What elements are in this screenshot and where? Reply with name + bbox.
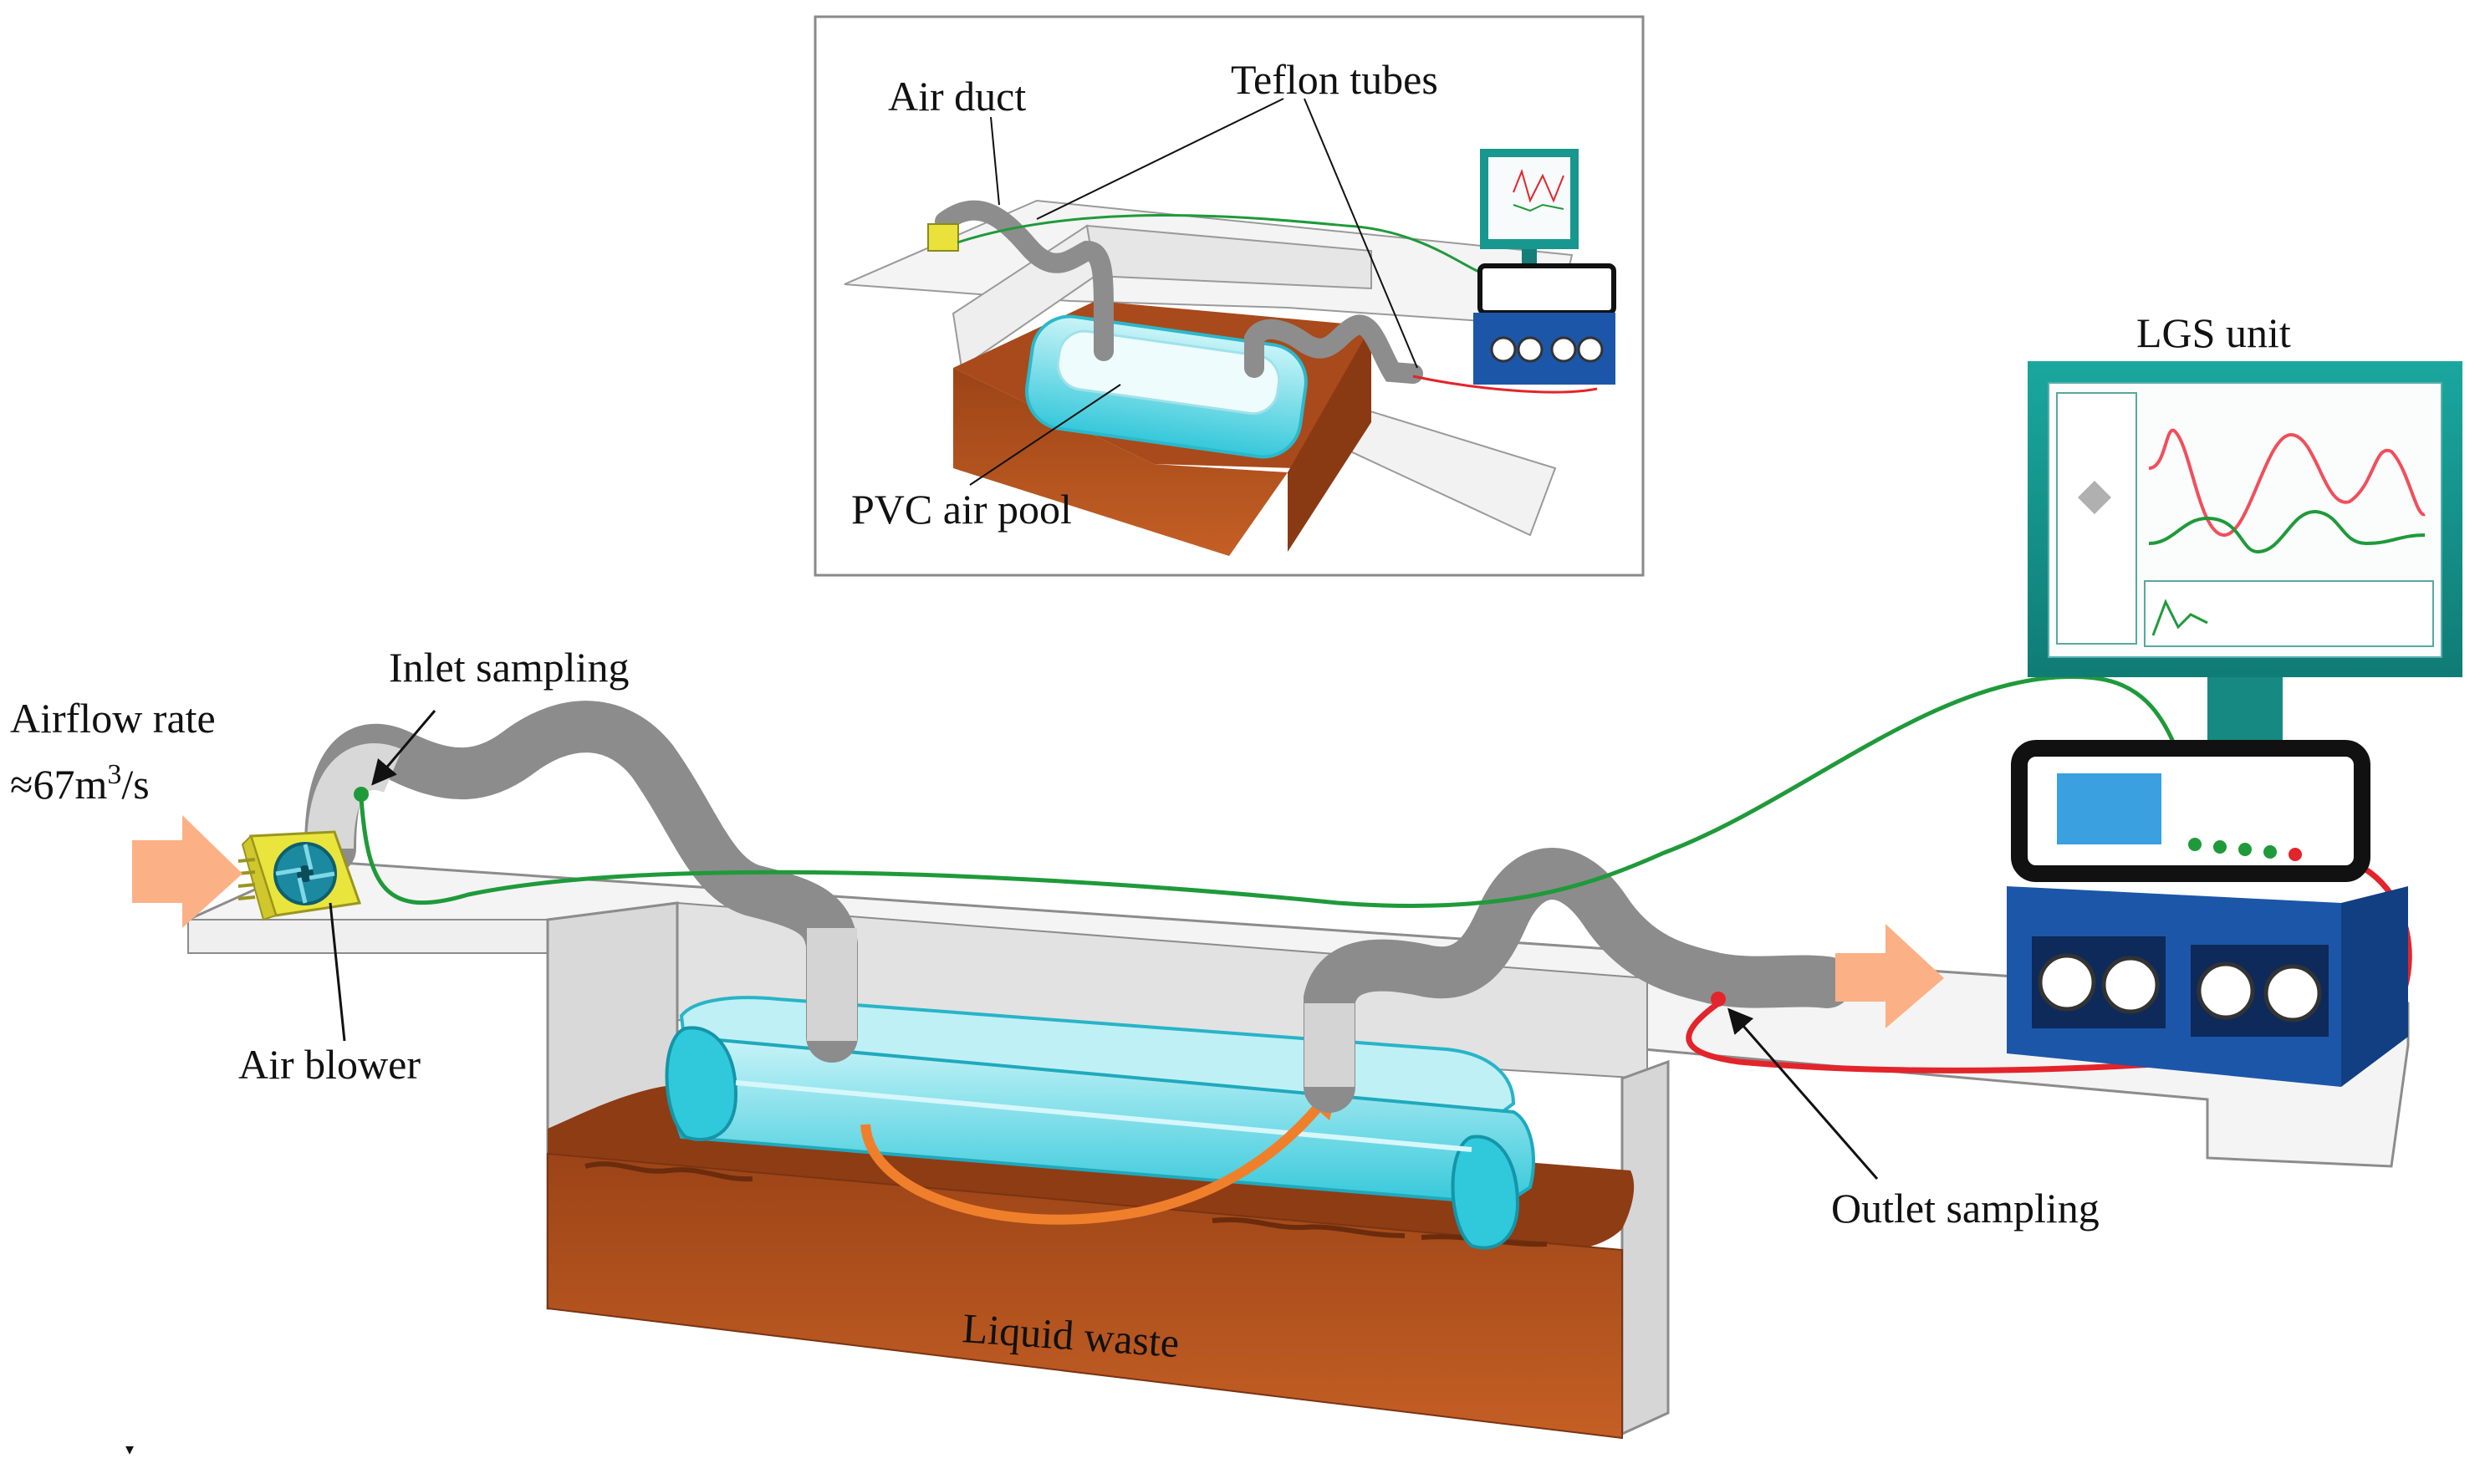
label-airflow-value-unit: /s (121, 761, 149, 808)
airflow-output-arrow (1835, 924, 1944, 1028)
inset-label-pvc-air-pool: PVC air pool (851, 486, 1072, 533)
leader-outlet-sampling (1727, 1007, 1879, 1180)
inset-fan-2 (1517, 336, 1544, 363)
inset-duct-out (1244, 314, 1423, 384)
label-outlet-sampling: Outlet sampling (1831, 1185, 2100, 1232)
lgs-fan-2 (2101, 956, 2160, 1014)
inset-leader-teflon-2 (1304, 98, 1418, 369)
inset-figure: Air duct Teflon tubes PVC air pool (814, 15, 1645, 577)
lgs-display (2057, 773, 2161, 844)
lgs-port-2 (2213, 840, 2227, 854)
inset-lgs-top (1477, 263, 1616, 315)
inset-fan-1 (1490, 336, 1517, 363)
leader-inlet-sampling (371, 710, 436, 786)
inset-leader-pvc (969, 384, 1121, 486)
main-figure: Airflow rate ≈67m3/s Inlet sampling Air … (10, 309, 2462, 1459)
leader-air-blower (329, 902, 346, 1042)
outlet-sampling-port (1711, 992, 1726, 1007)
monitor-diamond (2078, 481, 2111, 514)
lgs-fan-1 (2038, 953, 2096, 1012)
air-duct-outlet (1304, 848, 1853, 1113)
ground-platform-front (187, 919, 549, 954)
lgs-port-1 (2188, 838, 2202, 851)
inset-label-air-duct: Air duct (888, 73, 1026, 120)
corner-mark: ▾ (125, 1441, 134, 1459)
airflow-input-arrow (132, 815, 242, 928)
lgs-analyzer (2007, 740, 2408, 1087)
label-inlet-sampling: Inlet sampling (389, 644, 629, 691)
red-tube-outlet (1686, 858, 2412, 1073)
lgs-monitor (2028, 361, 2462, 771)
inset-monitor-green-line (1513, 203, 1564, 212)
inset-leader-teflon-1 (1036, 98, 1284, 220)
inset-red-tube (1412, 375, 1598, 394)
pit-right-wall (1620, 1059, 1670, 1436)
monitor-mini-chart (2151, 599, 2208, 636)
lgs-port-5 (2289, 848, 2302, 861)
label-airflow-value: ≈67m3/s (10, 759, 150, 808)
label-airflow-rate: Airflow rate (10, 695, 216, 742)
lgs-fan-4 (2263, 964, 2322, 1022)
inset-blower (927, 223, 959, 252)
blower-housing-side (241, 834, 278, 921)
inset-green-tube (957, 214, 1489, 278)
inset-leader-airduct (990, 116, 1000, 206)
circulation-arrow (860, 1100, 1325, 1225)
monitor-panel-bottom (2144, 580, 2434, 647)
inset-monitor-stand (1522, 249, 1537, 268)
monitor-green-signal (2148, 509, 2426, 554)
inset-fan-4 (1577, 336, 1604, 363)
liquid-waste-block (547, 1152, 1623, 1440)
inlet-sampling-port (354, 787, 369, 802)
blower-fins (237, 858, 256, 900)
air-blower (237, 830, 362, 921)
label-airflow-value-main: ≈67m (10, 761, 107, 808)
green-tube-inlet (359, 674, 2202, 908)
inset-fan-3 (1550, 336, 1577, 363)
pvc-air-pool-right-end (1451, 1135, 1520, 1250)
lgs-port-3 (2238, 843, 2252, 856)
inset-monitor-red-line (1513, 168, 1564, 203)
lgs-fan-3 (2197, 961, 2255, 1020)
monitor-panel-left (2056, 392, 2137, 645)
blower-fan-blades (275, 844, 335, 904)
label-airflow-value-sup: 3 (107, 759, 121, 790)
label-lgs-unit: LGS unit (2136, 309, 2291, 356)
inset-label-teflon-tubes: Teflon tubes (1231, 56, 1438, 103)
label-air-blower: Air blower (238, 1041, 421, 1088)
lgs-body-side (2341, 886, 2408, 1087)
monitor-red-signal (2148, 428, 2426, 538)
pvc-air-pool-left-end (665, 1026, 738, 1141)
pvc-air-pool-seam (735, 1080, 1472, 1152)
lgs-port-4 (2263, 845, 2277, 859)
inset-duct (935, 200, 1114, 361)
inset-soil-side (1288, 326, 1371, 552)
